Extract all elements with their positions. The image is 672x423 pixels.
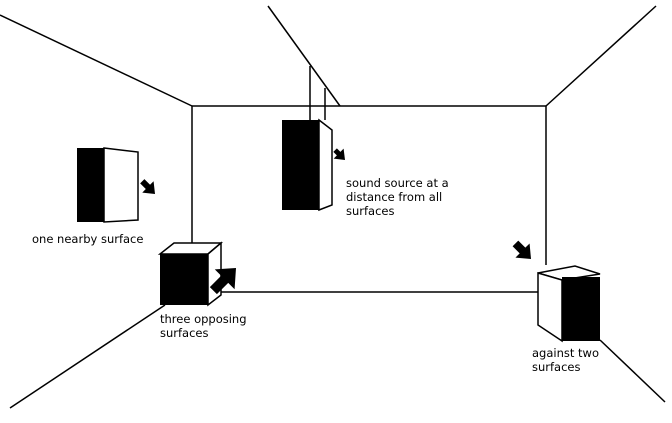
- label-three-opposing-surfaces: three opposing surfaces: [160, 312, 247, 340]
- arrow-corner-left-speaker: [209, 268, 236, 295]
- speaker-left-wall: [77, 147, 139, 223]
- speaker-hanging-center: [282, 118, 333, 212]
- label-sound-source-center: sound source at a distance from all surf…: [346, 176, 449, 218]
- room-line-bottom-right: [599, 339, 666, 403]
- label-against-two-surfaces: against two surfaces: [532, 346, 599, 374]
- room-line-top-right: [545, 5, 657, 107]
- speaker-corner-left: [157, 241, 224, 307]
- speaker-corner-right: [537, 265, 601, 343]
- room-line-bottom-left: [9, 304, 166, 409]
- arrow-corner-right-speaker: [512, 240, 531, 259]
- room-line-top-left: [0, 14, 193, 107]
- room-lines: [0, 5, 666, 409]
- hanging-wires: [309, 66, 326, 120]
- label-one-nearby-surface: one nearby surface: [32, 232, 144, 246]
- room-line-top-middle: [267, 5, 341, 107]
- arrow-left-speaker: [140, 179, 155, 194]
- arrow-center-speaker: [333, 148, 345, 160]
